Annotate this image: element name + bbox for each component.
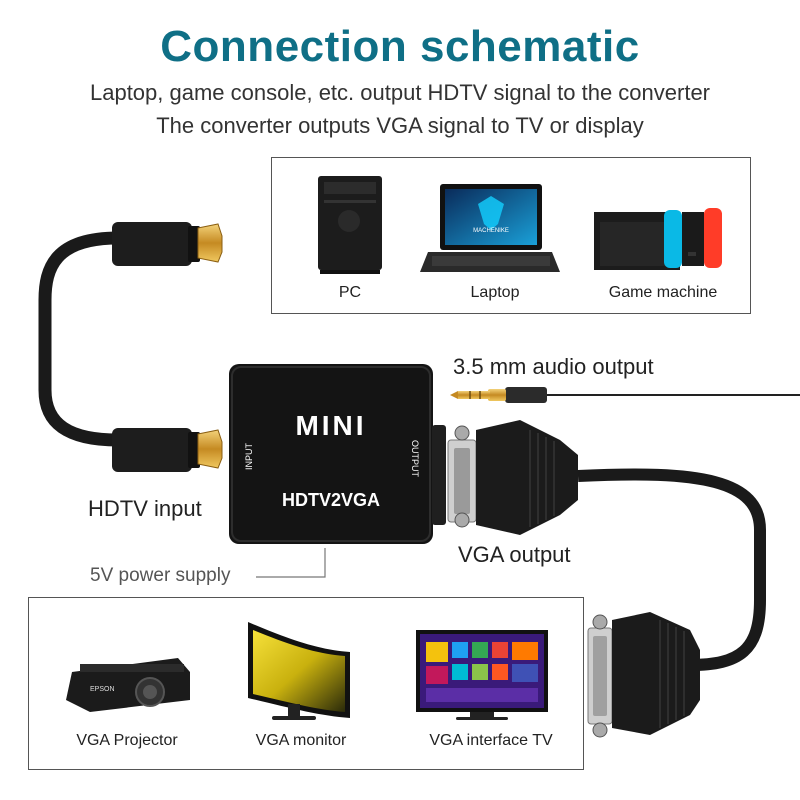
vga-plug-converter (447, 420, 578, 535)
converter-brand-label: MINI (295, 410, 367, 441)
monitor-icon (248, 622, 350, 720)
subtitle-line-1: Laptop, game console, etc. output HDTV s… (89, 80, 711, 105)
pc-label: PC (338, 284, 362, 301)
game-console-icon (594, 208, 722, 270)
vga-plug-display (587, 612, 700, 738)
laptop-label: Laptop (470, 284, 520, 301)
monitor-label: VGA monitor (255, 732, 347, 749)
game-machine-label: Game machine (608, 284, 718, 301)
converter-model-label: HDTV2VGA (281, 490, 380, 510)
page-title: Connection schematic (160, 22, 640, 71)
projector-icon (66, 658, 190, 712)
subtitle-line-2: The converter outputs VGA signal to TV o… (156, 113, 644, 138)
hdmi-plug-bottom (112, 428, 192, 472)
vga-output-label: VGA output (458, 542, 571, 567)
laptop-screen-text: MACHENIKE (473, 228, 509, 234)
projector-brand: EPSON (90, 686, 115, 693)
tv-icon (416, 630, 548, 720)
audio-jack (450, 387, 800, 403)
hdmi-plug-top (112, 222, 192, 266)
hdmi-cable (38, 222, 223, 472)
converter-box (229, 364, 446, 544)
projector-label: VGA Projector (76, 732, 178, 749)
input-port-label: INPUT (244, 443, 254, 470)
hdtv-input-label: HDTV input (88, 496, 202, 521)
audio-output-label: 3.5 mm audio output (453, 354, 654, 379)
pc-tower-icon (318, 176, 382, 274)
laptop-icon (420, 184, 560, 272)
tv-label: VGA interface TV (429, 732, 553, 749)
output-port-label: OUTPUT (410, 440, 420, 477)
power-supply-label: 5V power supply (90, 565, 231, 586)
